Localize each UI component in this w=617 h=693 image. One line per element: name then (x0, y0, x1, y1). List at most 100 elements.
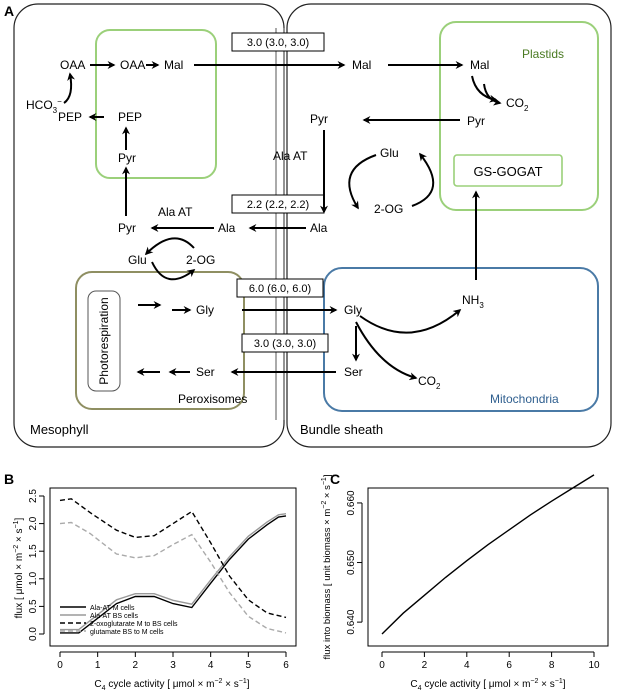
chart-b-xtick-label: 5 (246, 660, 252, 671)
chart-b-legend-label-2: 2-oxoglutarate M to BS cells (90, 621, 178, 628)
chart-c-xtick-label: 4 (464, 660, 470, 671)
metabolite-mal-bs: Mal (352, 58, 371, 72)
chart-b-ytick-label: 2.0 (28, 516, 39, 530)
chart-b-series-1 (60, 513, 287, 631)
chart-b-legend-label-3: glutamate BS to M cells (90, 629, 164, 636)
metabolite-gly-bs: Gly (344, 303, 362, 317)
chart-b-frame (49, 487, 297, 647)
chart-b-xtick-label: 4 (208, 660, 214, 671)
chart-b-ytick-label: 0.0 (28, 627, 39, 641)
chart-c-xlabel: C4 cycle activity [ μmol × m−2 × s−1] (410, 678, 565, 692)
arrow-pep-to-oaa (63, 72, 76, 104)
chart-b-legend-label-1: Ala-AT BS cells (90, 613, 138, 620)
metabolite-ala-m: Ala (218, 221, 236, 235)
panel-c-label: C (330, 471, 340, 487)
arrow-glu-to-2og (348, 154, 377, 210)
metabolite-2og-bs: 2-OG (374, 202, 403, 216)
metabolite-pyr-bs-plastid: Pyr (467, 114, 485, 128)
metabolite-mal-bs-plastid: Mal (470, 58, 489, 72)
panel-a-label: A (4, 3, 14, 19)
chart-c-series-0 (381, 474, 595, 635)
gs-gogat-box (453, 154, 563, 187)
mesophyll-label: Mesophyll (30, 422, 89, 437)
metabolite-glu-m: Glu (128, 253, 147, 267)
chart-c-xtick-label: 8 (549, 660, 555, 671)
mitochondria-label: Mitochondria (490, 392, 559, 406)
chart-b-xtick-label: 3 (170, 660, 176, 671)
gly-flux-value: 6.0 (6.0, 6.0) (249, 283, 311, 295)
metabolite-labels: OAA OAA Mal Mal Mal HCO3− PEP PEP Pyr CO… (26, 58, 529, 391)
metabolite-gly-m: Gly (196, 303, 214, 317)
metabolite-nh3: NH3 (462, 293, 484, 310)
enzyme-ala-at-m: Ala AT (158, 205, 193, 219)
chart-c-ytick-label: 0.650 (346, 550, 357, 575)
mal-flux-value: 3.0 (3.0, 3.0) (247, 37, 309, 49)
chart-c-series (381, 474, 595, 635)
ala-flux-value: 2.2 (2.2, 2.2) (247, 199, 309, 211)
reaction-arrows (63, 61, 502, 381)
metabolite-pep-plastid: PEP (118, 110, 142, 124)
metabolite-ser-bs: Ser (344, 365, 363, 379)
chart-b-xtick-label: 6 (283, 660, 289, 671)
arrow-co2-release (483, 83, 502, 106)
bundle-sheath-plastid (439, 21, 599, 211)
metabolite-oaa-cytosol: OAA (60, 58, 85, 72)
metabolite-ala-bs: Ala (310, 221, 328, 235)
chart-b-series (59, 498, 287, 634)
metabolite-hco3: HCO3− (26, 97, 62, 115)
metabolite-co2-plastid: CO2 (506, 96, 529, 113)
chart-b-series-2 (59, 498, 287, 619)
gs-gogat-label: GS-GOGAT (473, 164, 542, 179)
mitochondrion (323, 267, 599, 412)
chart-b-xlabel: C4 cycle activity [ μmol × m−2 × s−1] (94, 678, 249, 692)
chart-b-ytick-label: 1.5 (28, 544, 39, 558)
chart-c-xtick-label: 2 (422, 660, 428, 671)
enzyme-ala-at-bs: Ala AT (273, 149, 308, 163)
peroxisomes-label: Peroxisomes (178, 392, 247, 406)
mal-flux-box (231, 32, 325, 52)
metabolite-oaa-plastid: OAA (120, 58, 145, 72)
arrow-gly-to-nh3 (359, 308, 462, 334)
metabolite-mal-plastid: Mal (164, 58, 183, 72)
panel-b-label: B (4, 471, 14, 487)
ser-flux-box (241, 333, 329, 353)
chart-c-ytick-label: 0.660 (346, 490, 357, 515)
gly-flux-box (236, 278, 324, 298)
mesophyll-plastid (95, 29, 217, 179)
chart-b-ytick-label: 2.5 (28, 489, 39, 503)
arrow-glu-to-2og-m (151, 261, 196, 281)
chart-c-ylabel: flux into biomass [ unit biomass × m−2 ×… (321, 475, 333, 660)
chart-b-ytick-label: 0.5 (28, 599, 39, 613)
chart-b-axes: 0 1 2 3 4 5 6 0.0 0.5 1.0 1.5 2.0 2.5 (28, 489, 289, 671)
bundle-sheath-label: Bundle sheath (300, 422, 383, 437)
chart-b-ytick-label: 1.0 (28, 571, 39, 585)
chart-c-ytick-label: 0.640 (346, 609, 357, 634)
photorespiration-label: Photorespiration (97, 297, 111, 384)
ser-flux-value: 3.0 (3.0, 3.0) (254, 338, 316, 350)
metabolite-pyr-plastid: Pyr (118, 151, 136, 165)
metabolite-glu-bs: Glu (380, 146, 399, 160)
metabolite-ser-m: Ser (196, 365, 215, 379)
chart-b-xtick-label: 1 (95, 660, 101, 671)
arrow-2og-to-glu (411, 152, 435, 207)
plastids-label: Plastids (522, 47, 564, 61)
chart-c-xtick-label: 10 (588, 660, 600, 671)
chart-b-legend-label-0: Ala-AT M cells (90, 605, 135, 612)
chart-c-frame (367, 487, 609, 647)
arrow-gly-to-co2 (355, 321, 418, 381)
metabolite-pyr-bs: Pyr (310, 112, 328, 126)
metabolite-co2-mito: CO2 (418, 374, 441, 391)
arrow-2og-to-glu-m (144, 237, 195, 256)
metabolite-2og-m: 2-OG (186, 253, 215, 267)
chart-b-ylabel: flux [ μmol × m−2 × s−1] (13, 517, 25, 618)
chart-b-series-0 (60, 515, 287, 634)
chart-b-xtick-label: 0 (57, 660, 63, 671)
metabolite-pep-cytosol: PEP (58, 110, 82, 124)
chart-b-xtick-label: 2 (133, 660, 139, 671)
photorespiration-box (87, 290, 121, 392)
bundle-sheath-cell (286, 3, 612, 448)
chart-b-series-3 (59, 521, 287, 634)
